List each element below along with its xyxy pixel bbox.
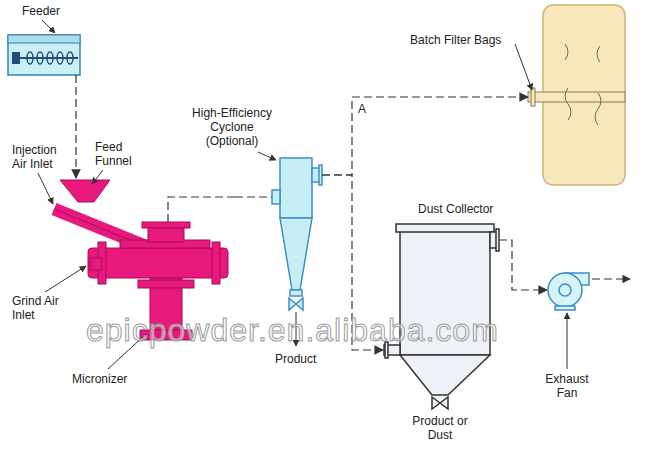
- equipment-label: Feeder: [22, 4, 92, 18]
- equipment-node: Feeder: [8, 35, 80, 75]
- equipment-label: High-Efficiency Cyclone (Optional): [184, 106, 280, 148]
- equipment-node: Exhaust Fan: [547, 272, 591, 308]
- equipment-label: Exhaust Fan: [539, 372, 595, 400]
- equipment-label: Micronizer: [72, 372, 162, 386]
- equipment-label: Batch Filter Bags: [410, 33, 522, 47]
- part-label: Grind Air Inlet: [12, 294, 63, 322]
- feeder-drawing: [8, 35, 80, 75]
- part-label: Product or Dust: [409, 414, 471, 442]
- part-label: Injection Air Inlet: [12, 143, 74, 171]
- filter-bags-drawing: [528, 5, 625, 185]
- outlet-stub: [168, 197, 235, 222]
- equipment-node: High-Efficiency Cyclone (Optional): [272, 150, 322, 318]
- equipment-node: Batch Filter Bags: [528, 5, 628, 185]
- part-label: A: [358, 102, 372, 116]
- leader-lines: [38, 20, 567, 369]
- flow-line: [235, 196, 272, 197]
- flow-line: [322, 97, 528, 175]
- flow-line: [499, 240, 547, 290]
- exhaust-arrow: [592, 278, 630, 279]
- exhaust-fan-drawing: [548, 273, 589, 310]
- equipment-label: Dust Collector: [418, 202, 518, 216]
- part-label: Feed Funnel: [95, 140, 140, 168]
- watermark: epicpowder.en.alibaba.com: [86, 312, 499, 348]
- flow-line: [75, 75, 76, 178]
- part-label: Product: [275, 352, 325, 366]
